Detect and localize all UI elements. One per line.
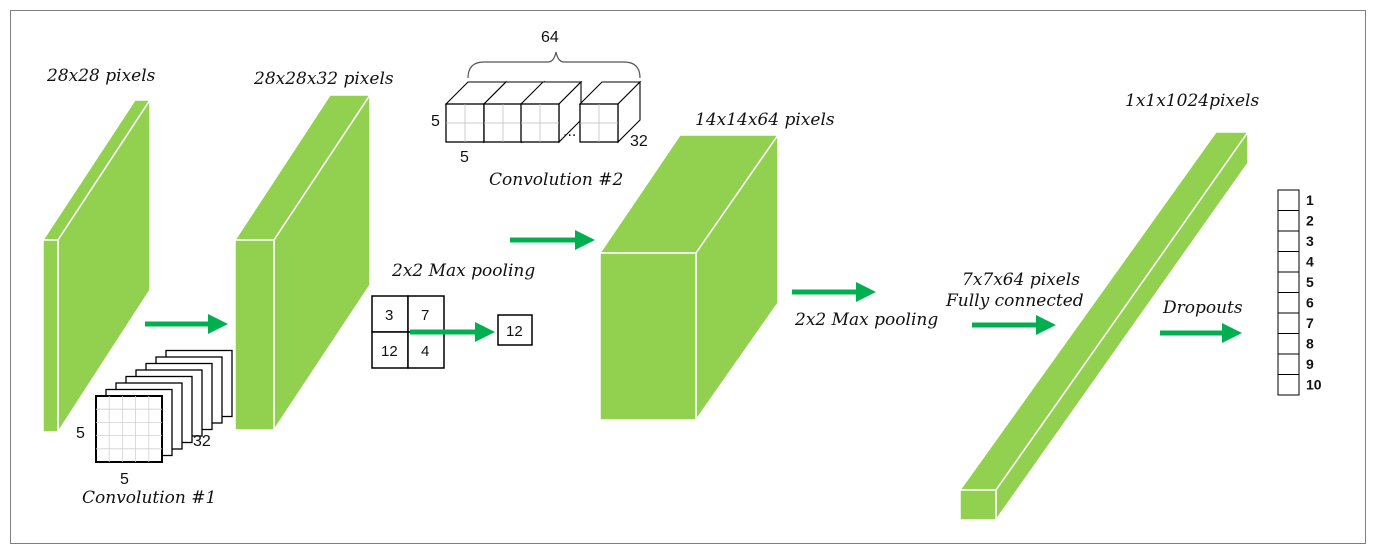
conv2-kernel-width: 5	[460, 149, 469, 166]
output-neuron-box	[1277, 333, 1300, 355]
pool1-cell: 7	[421, 307, 429, 324]
output-neuron-box	[1277, 292, 1300, 314]
conv2-top-count: 64	[541, 29, 559, 46]
conv2-brace	[467, 51, 641, 79]
output-neuron-box	[1277, 230, 1300, 252]
pool1-cell: 12	[381, 343, 398, 360]
fc-layer-label: 1x1x1024pixels	[1125, 91, 1259, 111]
output-neuron-label: 9	[1306, 356, 1314, 372]
output-neuron-label: 3	[1306, 233, 1314, 249]
output-neuron-label: 6	[1306, 295, 1314, 311]
conv1-output-block	[233, 92, 372, 433]
pool1-cell: 3	[385, 307, 393, 324]
pool1-result: 12	[506, 323, 523, 340]
dropout-label: Dropouts	[1162, 298, 1243, 318]
output-neuron-box	[1277, 210, 1300, 232]
output-neuron-label: 8	[1306, 336, 1314, 352]
conv1-filter-count: 32	[193, 433, 211, 450]
output-neuron-box	[1277, 353, 1300, 375]
output-neuron-label: 2	[1306, 213, 1314, 229]
fully-connected-label: Fully connected	[945, 291, 1084, 311]
output-neuron-box	[1277, 271, 1300, 293]
pool2-title: 2x2 Max pooling	[794, 310, 938, 330]
output-neuron-box	[1277, 374, 1300, 396]
pool1-cell: 4	[421, 343, 429, 360]
input-layer-label: 28x28 pixels	[46, 66, 156, 86]
output-column: 1 2 3 4 5 6 7 8 9 10	[1277, 189, 1322, 396]
conv2-filter-cube	[578, 80, 642, 144]
pool1-title: 2x2 Max pooling	[391, 261, 535, 281]
conv2-output-block	[598, 132, 780, 423]
conv1-output-label: 28x28x32 pixels	[253, 69, 394, 89]
diagram-frame	[10, 10, 1366, 544]
conv2-output-label: 14x14x64 pixels	[695, 110, 835, 130]
output-neuron-label: 1	[1306, 192, 1314, 208]
fc-layer-block	[958, 129, 1250, 523]
output-neuron-box	[1277, 251, 1300, 273]
output-neuron-label: 5	[1306, 274, 1314, 290]
output-neuron-label: 7	[1306, 315, 1314, 331]
conv2-kernel-height: 5	[431, 113, 440, 130]
conv2-ellipsis: ...	[563, 123, 576, 140]
pool2-output-label: 7x7x64 pixels	[962, 270, 1080, 290]
conv2-title: Convolution #2	[489, 170, 623, 190]
output-neuron-label: 10	[1306, 377, 1322, 393]
output-neuron-box	[1277, 189, 1300, 211]
conv1-filter-sheet	[95, 395, 163, 463]
pool1-result-box	[497, 314, 533, 346]
input-layer-block	[41, 97, 152, 435]
output-neuron-box	[1277, 312, 1300, 334]
conv2-filter-row	[444, 80, 642, 144]
conv2-depth: 32	[630, 133, 648, 150]
output-neuron-label: 4	[1306, 254, 1314, 270]
conv1-kernel-width: 5	[120, 471, 129, 488]
conv1-filter-stack	[95, 349, 233, 463]
conv2-filter-cube	[519, 80, 583, 144]
conv1-title: Convolution #1	[82, 488, 216, 508]
conv1-kernel-height: 5	[76, 425, 85, 442]
